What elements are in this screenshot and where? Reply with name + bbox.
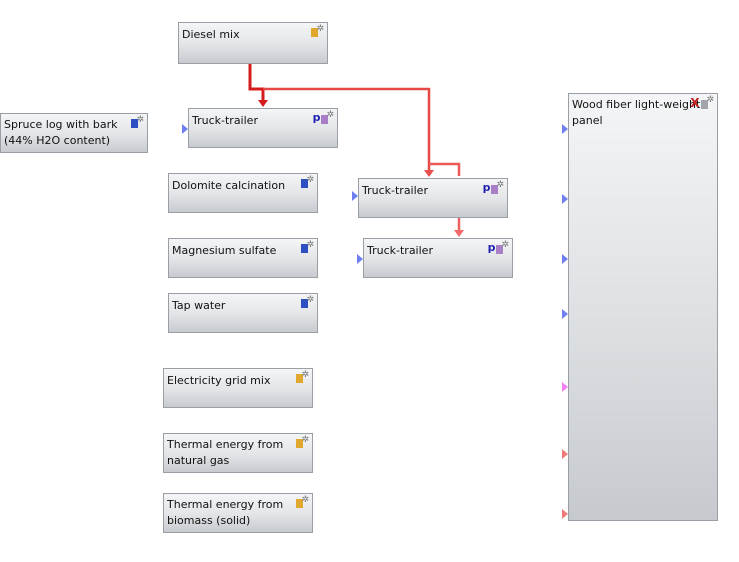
node-label: Truck-trailer: [367, 244, 433, 257]
connection-magnesium-truck3[interactable]: [318, 254, 363, 264]
connection-truck3-panel[interactable]: [513, 254, 568, 264]
node-label: Wood fiber light-weight panel: [572, 98, 701, 127]
node-truck-trailer-2[interactable]: Truck-trailer p ✲: [358, 178, 508, 218]
node-electricity-grid-mix[interactable]: Electricity grid mix ✲: [163, 368, 313, 408]
connection-dolomite-truck2[interactable]: [318, 191, 358, 201]
node-truck-trailer-3[interactable]: Truck-trailer p ✲: [363, 238, 513, 278]
gear-icon[interactable]: ✲: [306, 239, 314, 250]
connection-diesel-truck2[interactable]: [263, 87, 434, 177]
flow-blue-icon: [301, 299, 309, 308]
node-label: Truck-trailer: [192, 114, 258, 127]
node-label: Dolomite calcination: [172, 179, 286, 192]
gear-icon[interactable]: ✲: [136, 114, 144, 125]
connection-truck1-panel[interactable]: [338, 124, 568, 134]
node-magnesium-sulfate[interactable]: Magnesium sulfate ✲: [168, 238, 318, 278]
connection-truck2-panel[interactable]: [508, 194, 568, 204]
gear-icon[interactable]: ✲: [496, 180, 504, 190]
node-label: Diesel mix: [182, 28, 240, 41]
node-label: Magnesium sulfate: [172, 244, 277, 257]
gear-icon[interactable]: ✲: [326, 110, 334, 120]
process-purple-icon: [491, 184, 499, 194]
node-truck-trailer-1[interactable]: Truck-trailer p ✲: [188, 108, 338, 148]
connection-thermal-gas-panel[interactable]: [313, 449, 568, 459]
gear-icon[interactable]: ✲: [316, 23, 324, 34]
connection-spruce-truck1[interactable]: [148, 124, 188, 134]
node-label: Tap water: [172, 299, 226, 312]
connection-thermal-biomass-panel[interactable]: [313, 509, 568, 519]
node-label: Thermal energy from biomass (solid): [167, 498, 284, 527]
parameter-p-icon: p: [312, 111, 321, 124]
gear-icon[interactable]: ✲: [706, 95, 714, 105]
node-label: Truck-trailer: [362, 184, 428, 197]
plan-gold-icon: [296, 499, 304, 508]
gear-icon[interactable]: ✲: [501, 240, 509, 250]
connection-tapwater-panel[interactable]: [318, 309, 568, 319]
gear-icon[interactable]: ✲: [301, 434, 309, 445]
flow-blue-icon: [301, 244, 309, 253]
node-spruce-log[interactable]: Spruce log with bark (44% H2O content) ✲: [0, 113, 148, 153]
node-label: Electricity grid mix: [167, 374, 271, 387]
gear-icon[interactable]: ✲: [301, 494, 309, 505]
connection-electricity-panel[interactable]: [313, 382, 568, 392]
plan-gold-icon: [296, 374, 304, 383]
process-purple-icon: [321, 114, 329, 124]
plan-gold-icon: [311, 28, 319, 37]
plan-gold-icon: [296, 439, 304, 448]
connection-diesel-truck1[interactable]: [248, 63, 268, 107]
flow-blue-icon: [131, 119, 139, 128]
node-diesel-mix[interactable]: Diesel mix ✲: [178, 22, 328, 64]
process-gray-icon: [701, 99, 709, 109]
node-wood-fiber-panel[interactable]: Wood fiber light-weight panel X ✲: [568, 93, 718, 521]
node-tap-water[interactable]: Tap water ✲: [168, 293, 318, 333]
close-x-icon[interactable]: X: [690, 96, 700, 110]
gear-icon[interactable]: ✲: [306, 294, 314, 305]
node-dolomite-calcination[interactable]: Dolomite calcination ✲: [168, 173, 318, 213]
parameter-p-icon: p: [482, 181, 491, 194]
parameter-p-icon: p: [487, 241, 496, 254]
node-thermal-energy-biomass[interactable]: Thermal energy from biomass (solid) ✲: [163, 493, 313, 533]
gear-icon[interactable]: ✲: [301, 369, 309, 380]
connection-diesel-truck3[interactable]: [429, 162, 464, 237]
process-purple-icon: [496, 244, 504, 254]
flow-blue-icon: [301, 179, 309, 188]
node-label: Thermal energy from natural gas: [167, 438, 284, 467]
node-label: Spruce log with bark (44% H2O content): [4, 118, 118, 147]
gear-icon[interactable]: ✲: [306, 174, 314, 185]
node-thermal-energy-natural-gas[interactable]: Thermal energy from natural gas ✲: [163, 433, 313, 473]
